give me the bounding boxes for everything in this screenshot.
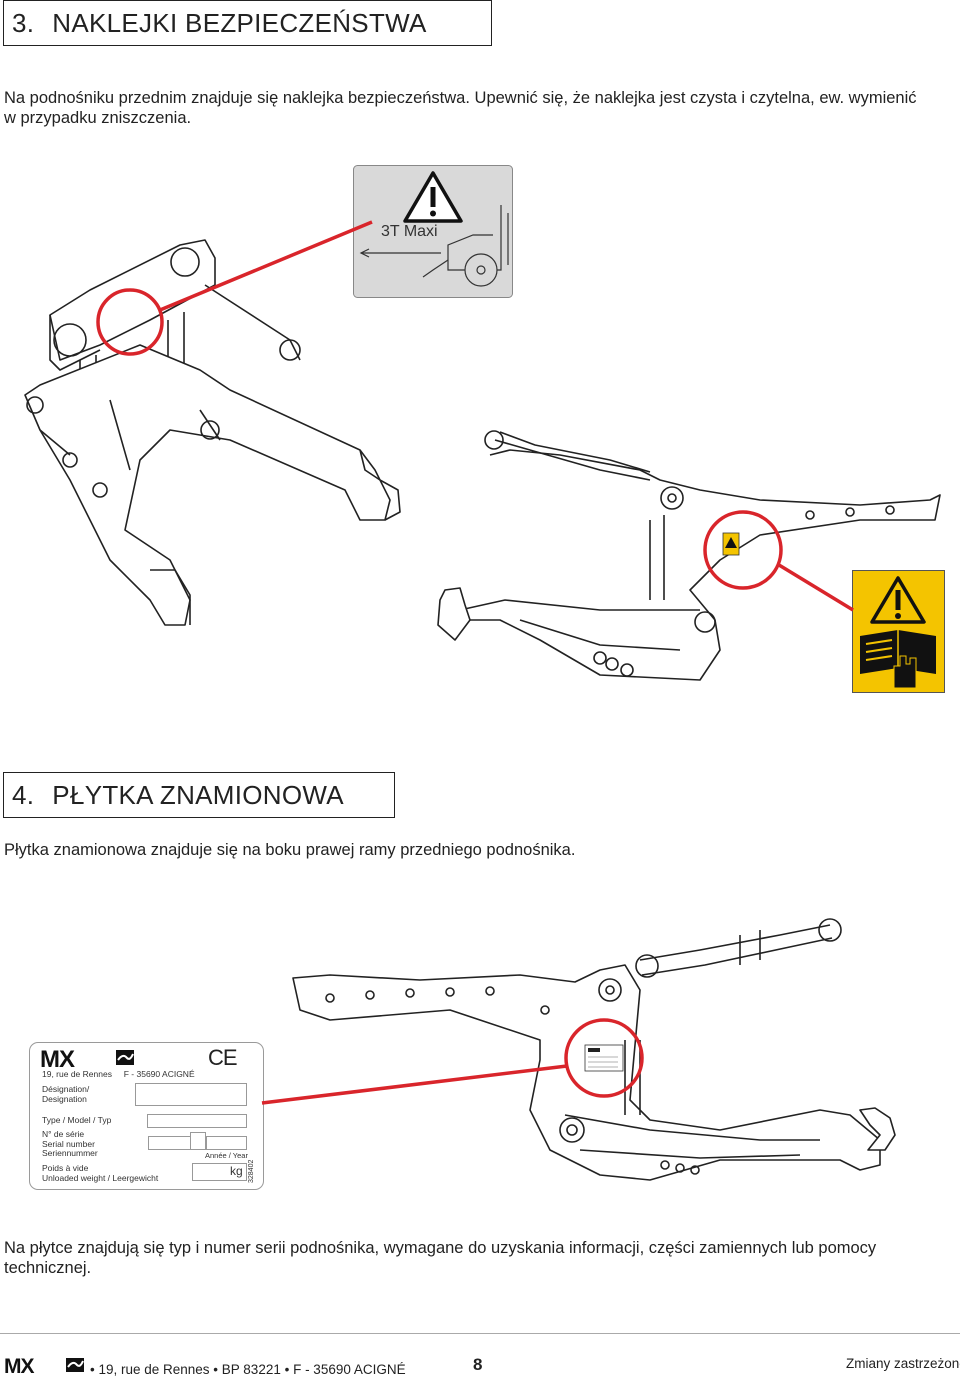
mx-logo: MX: [40, 1047, 136, 1069]
safety-decal-3t-maxi: 3T Maxi: [353, 165, 513, 298]
paragraph-line: Na płytce znajdują się typ i numer serii…: [4, 1239, 877, 1257]
section-title: NAKLEJKI BEZPIECZEŃSTWA: [52, 8, 427, 38]
section-4-heading: 4. PŁYTKA ZNAMIONOWA: [3, 772, 395, 818]
manufacturer-address: 19, rue de Rennes F - 35690 ACIGNÉ: [42, 1069, 195, 1079]
mx-logo-text: MX: [40, 1047, 75, 1069]
paragraph-line: w przypadku zniszczenia.: [4, 109, 192, 127]
arrow-left-icon: [359, 248, 441, 258]
footer-logo: MX: [4, 1355, 86, 1375]
section-title: PŁYTKA ZNAMIONOWA: [52, 780, 344, 810]
nameplate-on-frame-icon: [584, 1044, 624, 1072]
warning-triangle-icon: [403, 171, 463, 223]
nameplate-detail: MX CE 19, rue de Rennes F - 35690 ACIGNÉ…: [29, 1042, 264, 1190]
section-4-closing-paragraph: Na płytce znajdują się typ i numer serii…: [4, 1238, 959, 1278]
year-field-right: [206, 1136, 247, 1150]
ce-mark: CE: [208, 1045, 238, 1070]
designation-label: Désignation/Designation: [42, 1084, 90, 1104]
year-field: [190, 1132, 206, 1150]
section-3-heading: 3. NAKLEJKI BEZPIECZEŃSTWA: [3, 0, 492, 46]
year-label: Année / Year: [205, 1151, 248, 1160]
safety-decal-read-manual: [852, 570, 945, 693]
part-code: 328402: [248, 1159, 255, 1183]
designation-field: [135, 1083, 247, 1106]
section-number: 3.: [12, 8, 35, 38]
book-icon: [860, 630, 936, 674]
weight-field: [192, 1163, 247, 1181]
section-3-paragraph: Na podnośniku przednim znajduje się nakl…: [4, 88, 959, 128]
paragraph-line: technicznej.: [4, 1259, 92, 1277]
footer-logo-text: MX: [4, 1355, 34, 1375]
right-frame-illustration: [290, 905, 930, 1215]
callout-circle-section-4: [0, 1000, 960, 1120]
hand-icon: [893, 655, 917, 689]
footer-divider: [0, 1333, 960, 1334]
weight-unit: kg: [230, 1164, 243, 1178]
type-label: Type / Model / Typ: [42, 1115, 112, 1125]
warning-triangle-icon: [870, 576, 926, 624]
callout-circles-section-3: [0, 160, 960, 720]
page-number: 8: [473, 1355, 483, 1374]
paragraph-line: Na podnośniku przednim znajduje się nakl…: [4, 89, 917, 107]
footer-note: Zmiany zastrzeżone: [846, 1356, 960, 1371]
section-4-paragraph: Płytka znamionowa znajduje się na boku p…: [4, 841, 576, 859]
decal-label: 3T Maxi: [381, 223, 438, 240]
footer-address: • 19, rue de Rennes • BP 83221 • F - 356…: [90, 1362, 406, 1377]
section-number: 4.: [12, 780, 35, 810]
type-field: [147, 1114, 247, 1128]
decal-on-frame-icon: [722, 532, 740, 556]
front-lift-illustration: [15, 225, 945, 695]
tractor-lift-icon: [422, 205, 509, 287]
